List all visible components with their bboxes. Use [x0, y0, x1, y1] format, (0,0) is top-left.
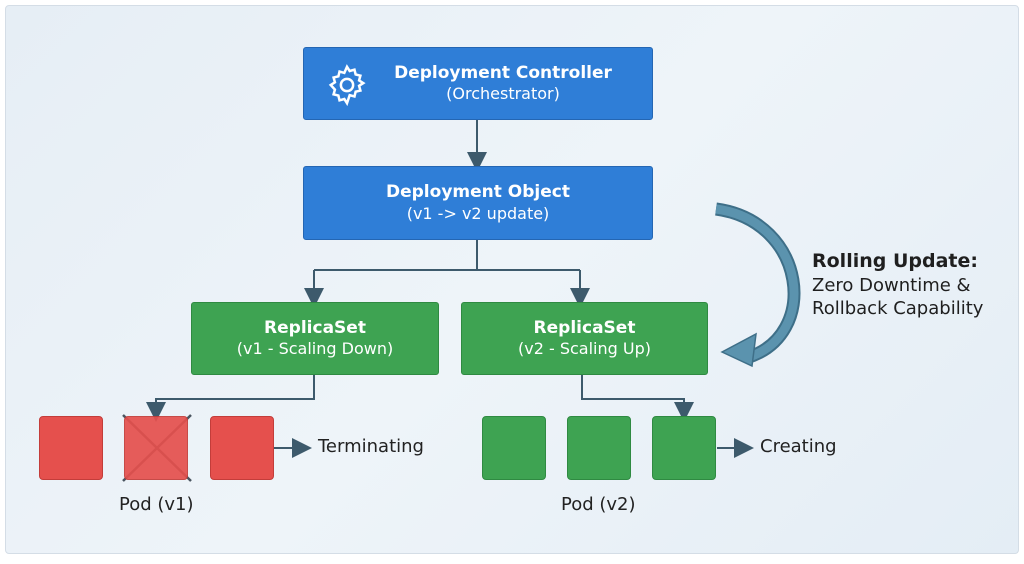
pod-v1-terminated [124, 416, 188, 480]
deployment-subtitle: (v1 -> v2 update) [406, 203, 550, 223]
rolling-update-curved-arrow [714, 202, 801, 368]
creating-label: Creating [760, 436, 837, 457]
pod-v1-label: Pod (v1) [119, 494, 194, 515]
arrow-replicaset-v2-to-pod [581, 375, 694, 422]
deployment-object-box: Deployment Object (v1 -> v2 update) [303, 166, 653, 240]
rolling-update-heading: Rolling Update: [812, 250, 978, 272]
arrow-deployment-to-replicasets [314, 240, 580, 271]
deployment-controller-box: Deployment Controller (Orchestrator) [303, 47, 653, 120]
replicaset-v2-title: ReplicaSet [533, 317, 636, 338]
rolling-update-note: Rolling Update: Zero Downtime & Rollback… [812, 249, 983, 320]
pod-v2 [567, 416, 631, 480]
pod-v1 [39, 416, 103, 480]
controller-title: Deployment Controller [394, 62, 612, 83]
pod-v2-label: Pod (v2) [561, 494, 636, 515]
replicaset-v2-subtitle: (v2 - Scaling Up) [518, 339, 651, 359]
replicaset-v1-subtitle: (v1 - Scaling Down) [236, 339, 394, 359]
terminating-label: Terminating [318, 436, 424, 457]
arrow-replicaset-v1-to-pod [146, 375, 315, 422]
gear-icon [328, 64, 366, 107]
pod-v2-creating [652, 416, 716, 480]
pod-v1 [210, 416, 274, 480]
diagram-canvas: Deployment Controller (Orchestrator) Dep… [5, 5, 1019, 554]
controller-subtitle: (Orchestrator) [446, 84, 560, 104]
deployment-title: Deployment Object [386, 182, 570, 203]
rolling-update-line2: Rollback Capability [812, 298, 984, 320]
pod-v2 [482, 416, 546, 480]
replicaset-v1-title: ReplicaSet [264, 317, 366, 338]
rolling-update-line1: Zero Downtime & [812, 274, 971, 296]
replicaset-v2-box: ReplicaSet (v2 - Scaling Up) [461, 302, 708, 375]
replicaset-v1-box: ReplicaSet (v1 - Scaling Down) [191, 302, 439, 375]
